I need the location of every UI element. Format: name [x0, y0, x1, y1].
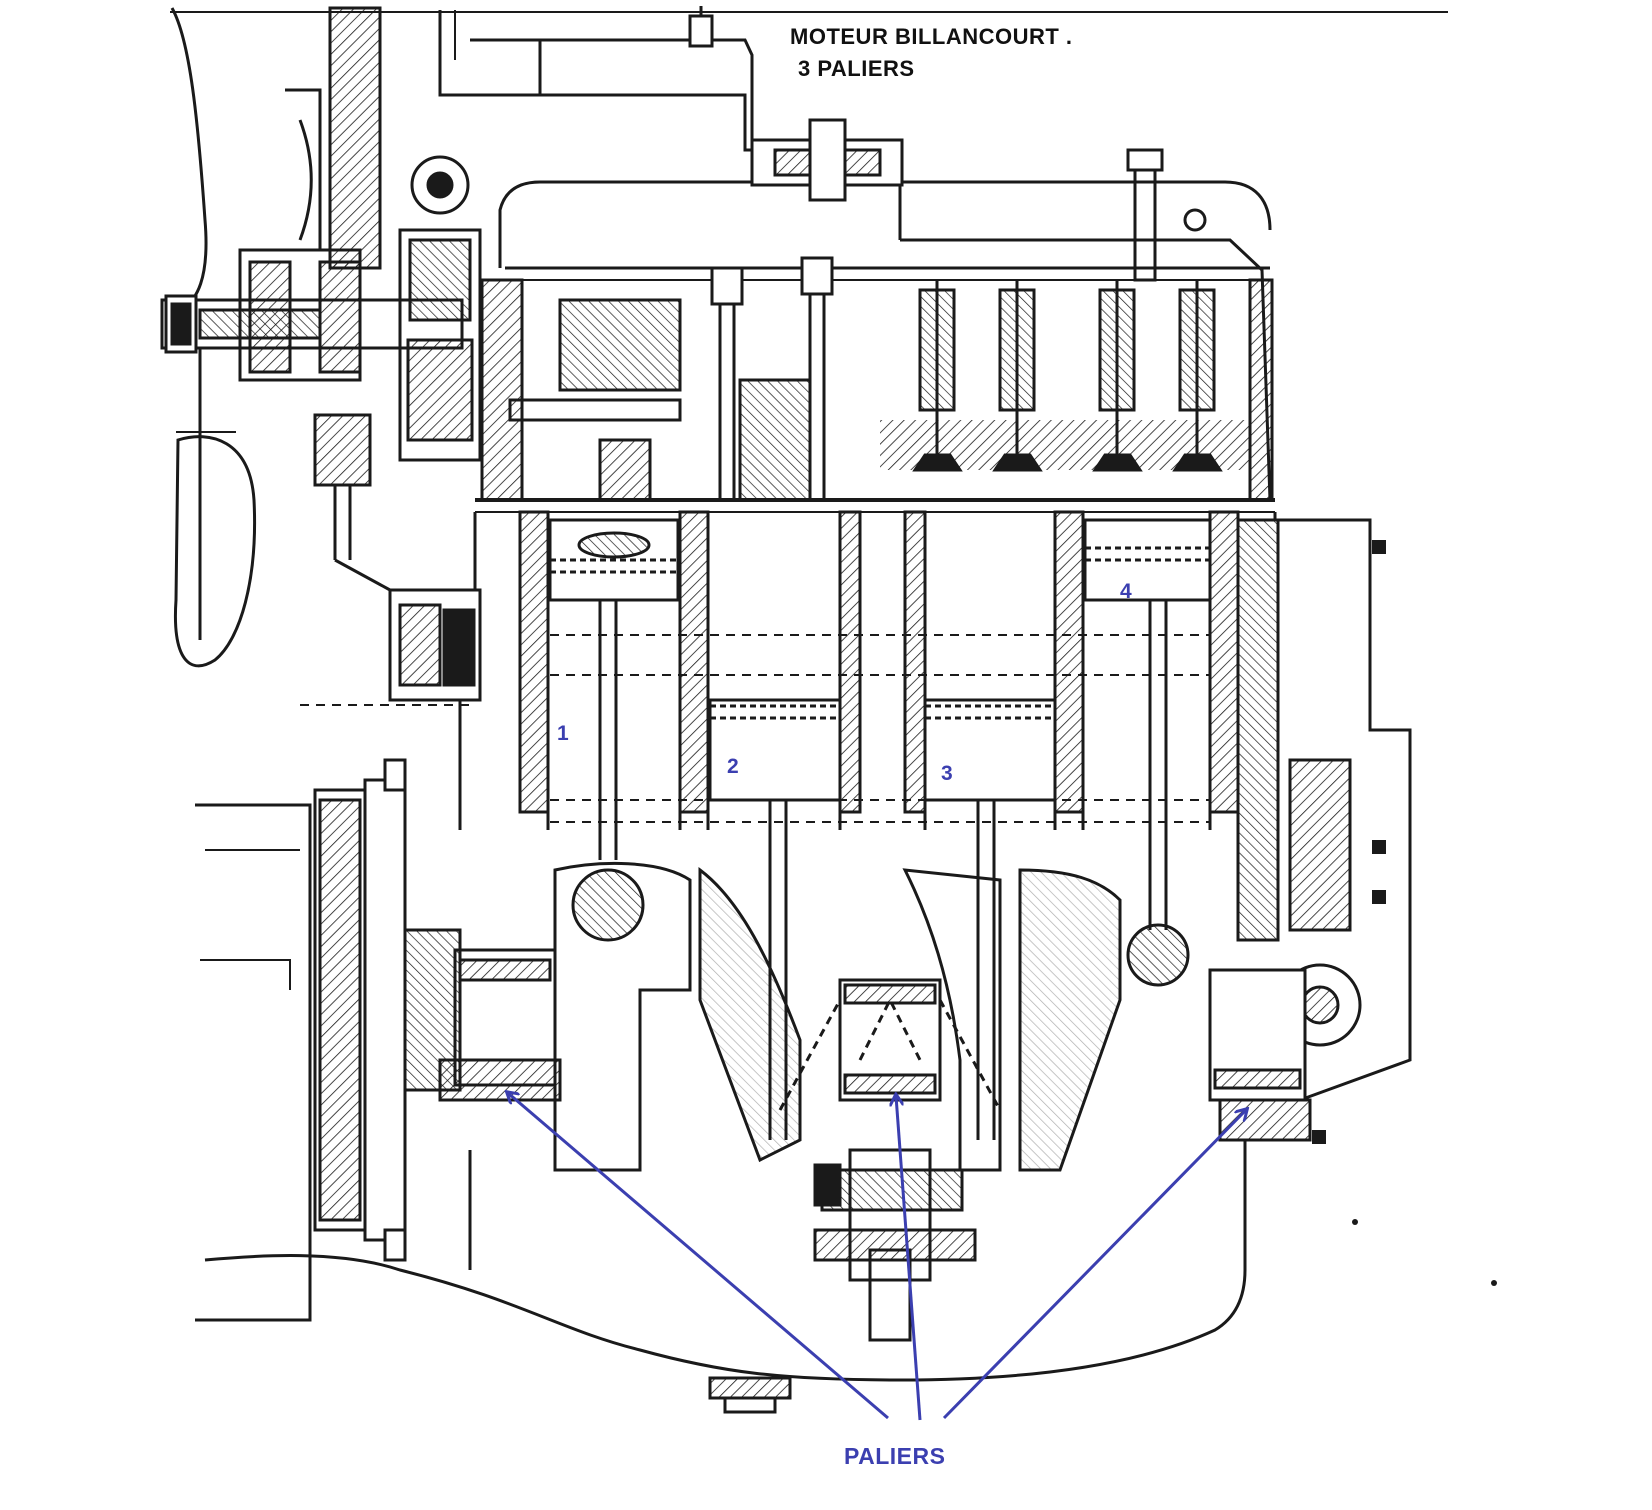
cylinder-label-1: 1 [557, 722, 569, 745]
pushrods [508, 256, 834, 502]
cylinder-label-4: 4 [1120, 580, 1132, 603]
oil-sump [204, 1140, 1247, 1414]
crankshaft [438, 861, 1312, 1172]
arrow-palier-right [942, 1110, 1246, 1420]
top-housing [438, 6, 754, 152]
stroke-dashed-lines [300, 634, 1210, 823]
pistons [548, 518, 1212, 802]
diagram-subtitle: 3 PALIERS [798, 56, 915, 81]
diagram-title: MOTEUR BILLANCOURT . [790, 24, 1073, 49]
flywheel [195, 758, 462, 1322]
side-bolts [1312, 540, 1497, 1286]
arrow-palier-center [896, 1096, 922, 1421]
paliers-callout-label: PALIERS [844, 1443, 946, 1469]
cylinder-label-3: 3 [941, 762, 953, 785]
arrow-palier-left [508, 1093, 889, 1420]
valve-springs [880, 148, 1250, 472]
engine-block [388, 510, 1412, 1102]
cylinder-label-2: 2 [727, 755, 739, 778]
paliers-arrows [508, 1093, 1246, 1421]
fan-assembly [160, 6, 482, 668]
